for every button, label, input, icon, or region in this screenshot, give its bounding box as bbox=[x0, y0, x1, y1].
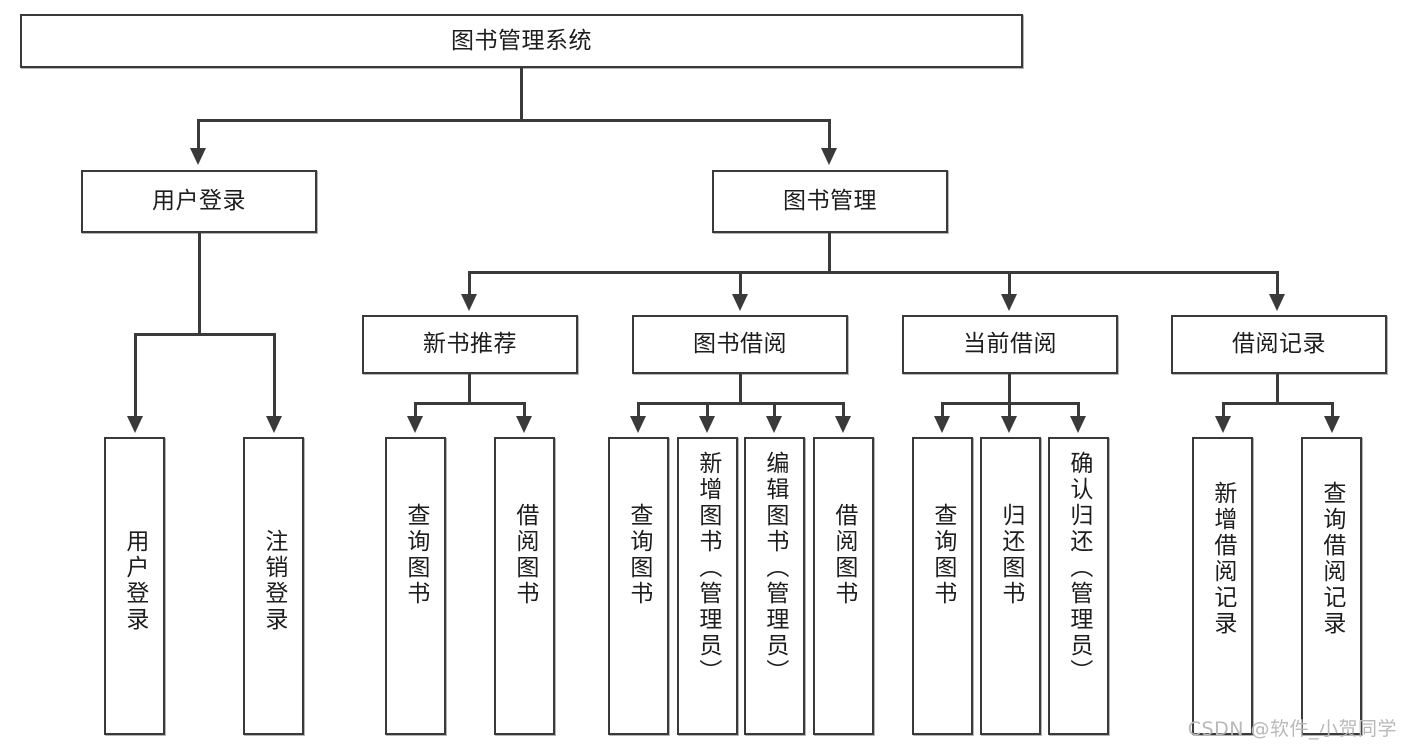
edge-book-mgmt-drop-4 bbox=[1276, 271, 1279, 295]
leaf-borrow-record-add-label: 新增借阅记录 bbox=[1209, 481, 1236, 637]
edge-borrow-record-stem bbox=[1276, 374, 1279, 404]
edge-borrow-record-bar bbox=[1222, 402, 1334, 405]
edge-book-mgmt-drop-2 bbox=[739, 271, 742, 295]
node-root[interactable]: 图书管理系统 bbox=[20, 14, 1023, 68]
leaf-current-borrow-query-label: 查询图书 bbox=[929, 503, 956, 607]
leaf-current-borrow-return[interactable]: 归还图书 bbox=[980, 437, 1041, 735]
edge-book-borrow-bar bbox=[637, 402, 845, 405]
arrow-root-to-user-login bbox=[190, 148, 206, 165]
node-new-book-recommend-label: 新书推荐 bbox=[423, 331, 517, 358]
edge-new-book-stem bbox=[468, 374, 471, 404]
node-root-label: 图书管理系统 bbox=[451, 27, 592, 54]
leaf-book-borrow-query-label: 查询图书 bbox=[625, 503, 652, 607]
arrow-borrow-record-child-2 bbox=[1324, 416, 1340, 433]
leaf-borrow-record-add[interactable]: 新增借阅记录 bbox=[1192, 437, 1253, 735]
edge-root-stem bbox=[520, 68, 523, 121]
node-book-borrow[interactable]: 图书借阅 bbox=[632, 315, 848, 374]
arrow-new-book-child-2 bbox=[516, 416, 532, 433]
edge-current-borrow-drop-3 bbox=[1077, 402, 1080, 417]
edge-book-borrow-drop-1 bbox=[637, 402, 640, 417]
leaf-book-borrow-add[interactable]: 新增图书（管理员） bbox=[677, 437, 738, 735]
node-book-management[interactable]: 图书管理 bbox=[712, 170, 948, 233]
leaf-book-borrow-edit-label: 编辑图书（管理员） bbox=[761, 451, 788, 685]
arrow-book-borrow-child-3 bbox=[766, 416, 782, 433]
leaf-new-book-query[interactable]: 查询图书 bbox=[385, 437, 446, 735]
leaf-book-borrow-query[interactable]: 查询图书 bbox=[608, 437, 669, 735]
edge-book-mgmt-drop-1 bbox=[468, 271, 471, 295]
arrow-book-mgmt-child-3 bbox=[1001, 294, 1017, 311]
arrow-book-mgmt-child-2 bbox=[732, 294, 748, 311]
edge-root-to-user-login bbox=[197, 119, 200, 149]
node-book-borrow-label: 图书借阅 bbox=[693, 331, 787, 358]
edge-book-mgmt-stem bbox=[828, 233, 831, 274]
edge-borrow-record-drop-2 bbox=[1331, 402, 1334, 417]
edge-user-login-stem bbox=[198, 233, 201, 335]
leaf-user-login-login-label: 用户登录 bbox=[121, 529, 148, 633]
node-borrow-record[interactable]: 借阅记录 bbox=[1171, 315, 1387, 374]
leaf-current-borrow-return-label: 归还图书 bbox=[997, 503, 1024, 607]
arrow-current-borrow-child-1 bbox=[934, 416, 950, 433]
edge-current-borrow-stem bbox=[1008, 374, 1011, 404]
arrow-root-to-book-mgmt bbox=[821, 148, 837, 165]
leaf-new-book-borrow-label: 借阅图书 bbox=[511, 503, 538, 607]
leaf-book-borrow-borrow-label: 借阅图书 bbox=[830, 503, 857, 607]
node-user-login[interactable]: 用户登录 bbox=[81, 170, 317, 233]
edge-borrow-record-drop-1 bbox=[1222, 402, 1225, 417]
edge-new-book-drop-1 bbox=[414, 402, 417, 417]
leaf-book-borrow-edit[interactable]: 编辑图书（管理员） bbox=[744, 437, 805, 735]
node-current-borrow[interactable]: 当前借阅 bbox=[902, 315, 1118, 374]
leaf-current-borrow-confirm-label: 确认归还（管理员） bbox=[1065, 451, 1092, 685]
arrow-book-borrow-child-1 bbox=[630, 416, 646, 433]
arrow-user-login-child-1 bbox=[127, 416, 143, 433]
node-borrow-record-label: 借阅记录 bbox=[1232, 331, 1326, 358]
node-user-login-label: 用户登录 bbox=[152, 188, 246, 215]
leaf-current-borrow-confirm[interactable]: 确认归还（管理员） bbox=[1048, 437, 1109, 735]
node-book-management-label: 图书管理 bbox=[783, 188, 877, 215]
edge-current-borrow-drop-2 bbox=[1008, 402, 1011, 417]
edge-root-bar bbox=[197, 119, 831, 122]
arrow-borrow-record-child-1 bbox=[1215, 416, 1231, 433]
leaf-borrow-record-query[interactable]: 查询借阅记录 bbox=[1301, 437, 1362, 735]
arrow-book-borrow-child-4 bbox=[835, 416, 851, 433]
leaf-user-login-login[interactable]: 用户登录 bbox=[104, 437, 165, 735]
arrow-current-borrow-child-3 bbox=[1070, 416, 1086, 433]
node-new-book-recommend[interactable]: 新书推荐 bbox=[362, 315, 578, 374]
arrow-book-mgmt-child-1 bbox=[461, 294, 477, 311]
edge-user-login-drop-2 bbox=[273, 333, 276, 417]
edge-user-login-drop-1 bbox=[134, 333, 137, 417]
edge-new-book-drop-2 bbox=[523, 402, 526, 417]
leaf-new-book-borrow[interactable]: 借阅图书 bbox=[494, 437, 555, 735]
edge-book-borrow-drop-4 bbox=[842, 402, 845, 417]
leaf-book-borrow-borrow[interactable]: 借阅图书 bbox=[813, 437, 874, 735]
edge-book-borrow-stem bbox=[739, 374, 742, 404]
edge-user-login-bar bbox=[134, 333, 276, 336]
edge-root-to-book-mgmt bbox=[828, 119, 831, 149]
arrow-book-borrow-child-2 bbox=[699, 416, 715, 433]
arrow-current-borrow-child-2 bbox=[1001, 416, 1017, 433]
leaf-new-book-query-label: 查询图书 bbox=[402, 503, 429, 607]
leaf-current-borrow-query[interactable]: 查询图书 bbox=[912, 437, 973, 735]
arrow-user-login-child-2 bbox=[266, 416, 282, 433]
edge-book-borrow-drop-3 bbox=[773, 402, 776, 417]
edge-book-mgmt-drop-3 bbox=[1008, 271, 1011, 295]
arrow-new-book-child-1 bbox=[407, 416, 423, 433]
edge-current-borrow-drop-1 bbox=[941, 402, 944, 417]
node-current-borrow-label: 当前借阅 bbox=[963, 331, 1057, 358]
leaf-user-login-logout-label: 注销登录 bbox=[260, 529, 287, 633]
edge-book-mgmt-bar bbox=[468, 271, 1278, 274]
leaf-book-borrow-add-label: 新增图书（管理员） bbox=[694, 451, 721, 685]
arrow-book-mgmt-child-4 bbox=[1269, 294, 1285, 311]
edge-new-book-bar bbox=[414, 402, 526, 405]
edge-book-borrow-drop-2 bbox=[706, 402, 709, 417]
leaf-borrow-record-query-label: 查询借阅记录 bbox=[1318, 481, 1345, 637]
leaf-user-login-logout[interactable]: 注销登录 bbox=[243, 437, 304, 735]
